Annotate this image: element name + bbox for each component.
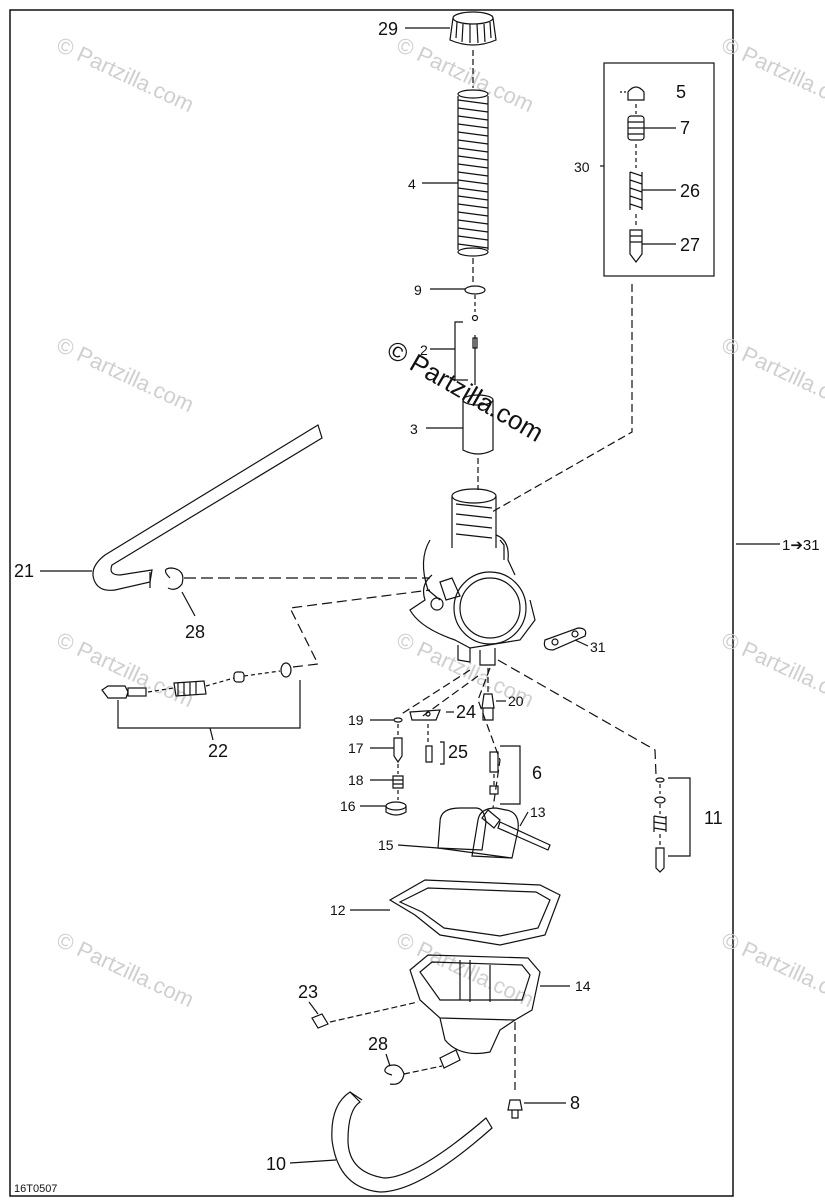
callout-19: 19 xyxy=(348,712,364,728)
watermark: © Partzilla.com xyxy=(53,927,198,1012)
callout-5: 5 xyxy=(676,82,686,102)
callout-28-upper: 28 xyxy=(185,622,205,642)
callout-28-lower: 28 xyxy=(368,1034,388,1054)
valve-17 xyxy=(393,737,403,764)
callout-29: 29 xyxy=(378,19,398,39)
watermark: © Partzilla.com xyxy=(718,927,825,1012)
callout-13: 13 xyxy=(530,804,546,820)
callout-11: 11 xyxy=(704,808,723,828)
callout-15: 15 xyxy=(378,837,394,853)
hose-10 xyxy=(331,1091,493,1193)
part-7 xyxy=(627,115,645,141)
callout-labels: 29 5 7 30 26 27 4 9 2 3 21 28 31 22 19 2… xyxy=(14,19,820,1195)
callout-6: 6 xyxy=(532,763,542,783)
spring-4 xyxy=(457,89,489,257)
watermark: © Partzilla.com xyxy=(53,332,198,417)
diagram-code: 16T0507 xyxy=(14,1183,57,1195)
callout-30: 30 xyxy=(574,159,590,175)
part-16 xyxy=(385,801,407,816)
part-5 xyxy=(627,86,645,101)
range-label: 1➔31 xyxy=(782,537,820,554)
washer-19 xyxy=(393,717,403,723)
callout-8: 8 xyxy=(570,1093,580,1113)
callout-25: 25 xyxy=(448,742,468,762)
callout-31: 31 xyxy=(590,639,606,655)
assembly-22 xyxy=(101,662,292,699)
part-27 xyxy=(629,229,643,263)
callout-26: 26 xyxy=(680,181,700,201)
callout-9: 9 xyxy=(414,282,422,298)
callout-10: 10 xyxy=(266,1154,286,1174)
plate-31 xyxy=(543,627,587,651)
callout-27: 27 xyxy=(680,235,700,255)
hose-21 xyxy=(92,424,323,591)
gasket-12 xyxy=(388,879,561,946)
callout-24: 24 xyxy=(456,702,476,722)
watermark: © Partzilla.com xyxy=(718,627,825,712)
watermark: © Partzilla.com xyxy=(53,32,198,117)
callout-4: 4 xyxy=(408,176,416,192)
watermarks: © Partzilla.com © Partzilla.com © Partzi… xyxy=(53,32,825,1012)
slide-3 xyxy=(462,394,494,455)
watermark-center: © Partzilla.com xyxy=(382,334,549,448)
screw-25 xyxy=(425,745,433,763)
callout-23: 23 xyxy=(298,982,318,1002)
callout-3: 3 xyxy=(410,421,418,437)
callout-12: 12 xyxy=(330,902,346,918)
needle-2 xyxy=(471,314,479,385)
box-30 xyxy=(603,62,715,277)
part-26 xyxy=(629,171,643,210)
callout-20: 20 xyxy=(508,693,524,709)
watermark: © Partzilla.com xyxy=(53,627,198,712)
callout-21: 21 xyxy=(14,561,34,581)
part-18 xyxy=(392,775,404,789)
watermark: © Partzilla.com xyxy=(718,332,825,417)
callout-7: 7 xyxy=(680,118,690,138)
screw-8 xyxy=(507,1099,523,1119)
cap-29 xyxy=(449,11,497,46)
callout-16: 16 xyxy=(340,798,356,814)
clip-9 xyxy=(464,285,486,295)
diagram-frame xyxy=(9,9,734,1197)
pin-13 xyxy=(497,821,551,851)
watermark: © Partzilla.com xyxy=(718,32,825,117)
float-15 xyxy=(437,807,519,859)
jet-6 xyxy=(489,751,499,773)
parts-drawing xyxy=(40,11,780,1193)
callout-17: 17 xyxy=(348,740,364,756)
clamp-28-lower xyxy=(384,1064,405,1085)
callout-22: 22 xyxy=(208,741,228,761)
carburetor-body xyxy=(409,488,536,666)
bowl-14 xyxy=(409,954,541,1069)
jet-20 xyxy=(481,693,495,721)
callout-2: 2 xyxy=(420,342,428,358)
clamp-28 xyxy=(164,567,184,590)
callout-18: 18 xyxy=(348,772,364,788)
bracket-24 xyxy=(409,709,441,721)
callout-14: 14 xyxy=(575,978,591,994)
screw-23 xyxy=(311,1013,329,1029)
screw-11 xyxy=(653,777,667,873)
